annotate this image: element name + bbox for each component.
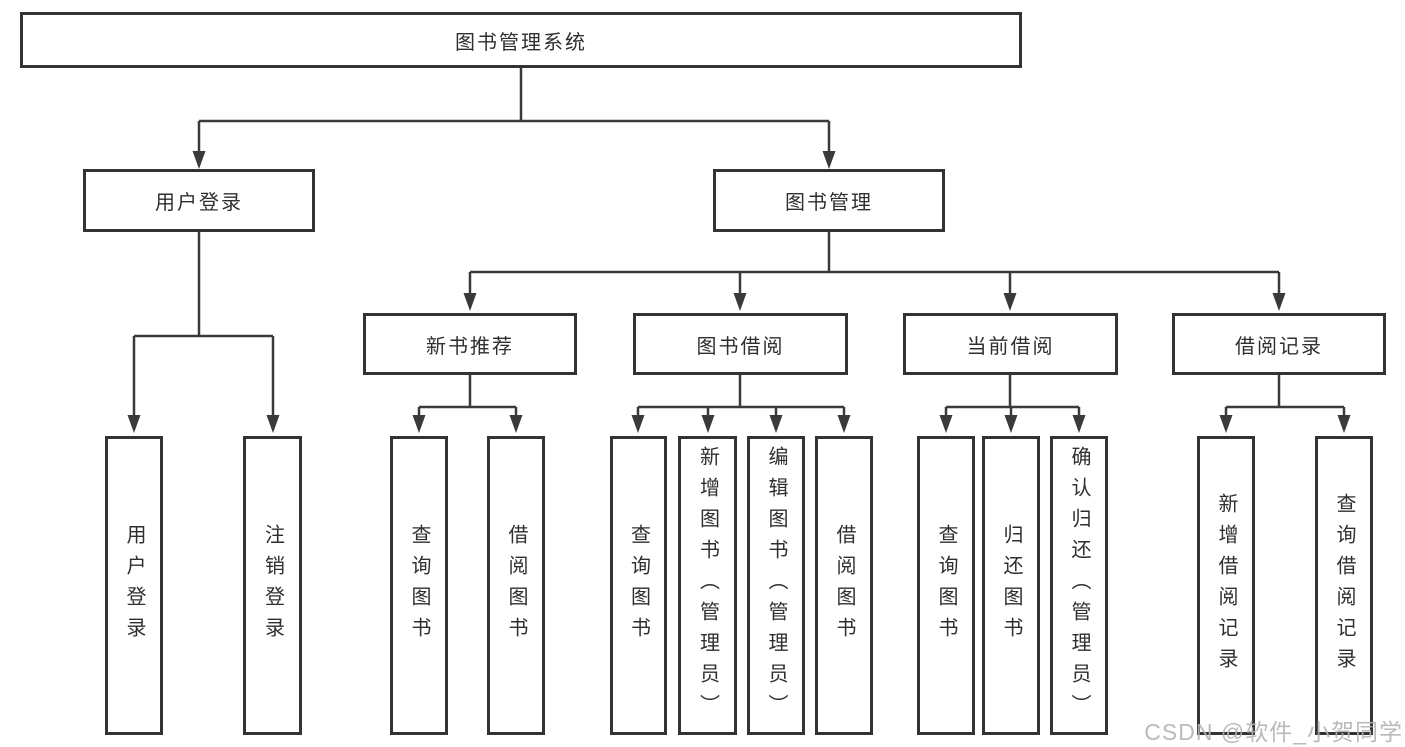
leaf-label: 注销登录: [261, 523, 284, 648]
leaf-add-borrow-record: 新增借阅记录: [1197, 436, 1255, 735]
node-borrowing-records: 借阅记录: [1172, 313, 1386, 375]
node-label: 借阅记录: [1235, 335, 1323, 358]
leaf-label: 借阅图书: [505, 523, 527, 648]
node-label: 图书借阅: [696, 335, 785, 358]
leaf-label: 确认归还（管理员）: [1068, 446, 1090, 725]
node-library-management-system: 图书管理系统: [20, 12, 1022, 68]
leaf-query-borrow-record: 查询借阅记录: [1315, 436, 1373, 735]
leaf-label: 用户登录: [123, 523, 145, 648]
node-label: 图书管理系统: [455, 31, 587, 54]
leaf-query-books-recommend: 查询图书: [390, 436, 448, 735]
node-label: 图书管理: [785, 192, 873, 214]
leaf-label: 新增借阅记录: [1215, 492, 1237, 679]
node-book-management: 图书管理: [713, 169, 945, 232]
node-label: 当前借阅: [966, 335, 1055, 358]
leaf-edit-book-admin: 编辑图书（管理员）: [747, 436, 805, 735]
node-label: 用户登录: [155, 192, 243, 214]
leaf-label: 归还图书: [1000, 523, 1022, 648]
leaf-user-login: 用户登录: [105, 436, 163, 735]
leaf-confirm-return-admin: 确认归还（管理员）: [1050, 436, 1108, 735]
leaf-add-book-admin: 新增图书（管理员）: [678, 436, 737, 735]
leaf-label: 编辑图书（管理员）: [765, 446, 787, 725]
leaf-borrow-books-recommend: 借阅图书: [487, 436, 545, 735]
leaf-label: 查询图书: [935, 523, 957, 648]
leaf-logout: 注销登录: [243, 436, 302, 735]
node-new-book-recommendation: 新书推荐: [363, 313, 577, 375]
watermark: CSDN @软件_小贺同学: [1144, 719, 1403, 745]
leaf-label: 查询借阅记录: [1333, 492, 1355, 679]
node-user-login: 用户登录: [83, 169, 315, 232]
node-current-borrowing: 当前借阅: [903, 313, 1118, 375]
leaf-label: 查询图书: [408, 523, 430, 648]
leaf-query-books-current: 查询图书: [917, 436, 975, 735]
leaf-label: 借阅图书: [833, 523, 855, 648]
node-book-borrowing: 图书借阅: [633, 313, 848, 375]
leaf-borrow-books-borrowing: 借阅图书: [815, 436, 873, 735]
leaf-query-books-borrowing: 查询图书: [610, 436, 667, 735]
leaf-label: 新增图书（管理员）: [696, 446, 719, 725]
node-label: 新书推荐: [426, 335, 514, 358]
leaf-return-book: 归还图书: [982, 436, 1040, 735]
leaf-label: 查询图书: [627, 523, 650, 648]
